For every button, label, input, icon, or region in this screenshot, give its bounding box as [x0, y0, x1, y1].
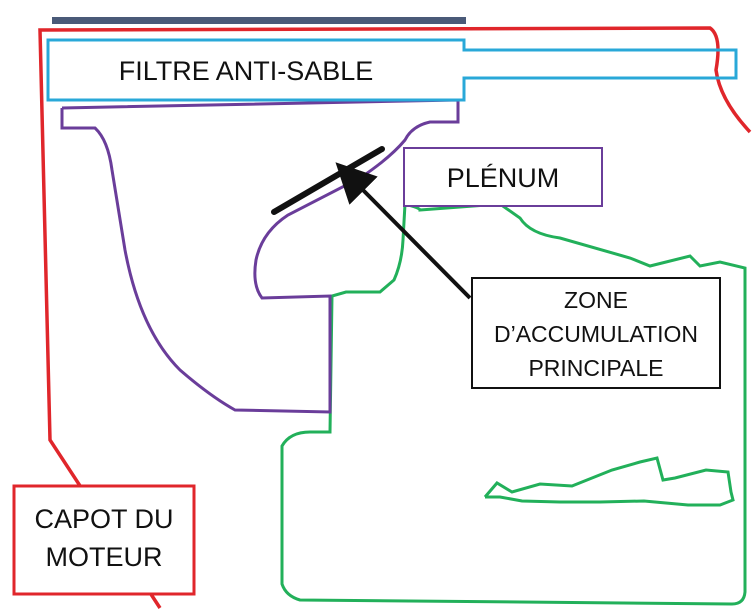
plenum-label: PLÉNUM	[447, 163, 560, 193]
plenum-outline	[60, 98, 460, 414]
plenum-label-box	[403, 147, 603, 207]
hood-label-box	[12, 484, 196, 596]
filter-top-bar	[52, 17, 466, 24]
zone-label-line-1: ZONE	[564, 287, 628, 313]
engine-lower-detail	[483, 456, 735, 507]
engine-outline	[280, 202, 747, 606]
hood-label-line-2: MOTEUR	[46, 542, 163, 572]
accumulation-arrow	[335, 162, 472, 300]
filter-label: FILTRE ANTI-SABLE	[119, 56, 374, 86]
zone-label-line-2: D’ACCUMULATION	[494, 321, 698, 347]
engine-hood-outline	[38, 26, 752, 609]
accumulation-zone-marker	[271, 146, 385, 215]
hood-label-line-1: CAPOT DU	[34, 504, 173, 534]
zone-label-line-3: PRINCIPALE	[528, 355, 663, 381]
sand-filter-outline	[46, 38, 738, 102]
zone-label-box	[471, 277, 721, 389]
